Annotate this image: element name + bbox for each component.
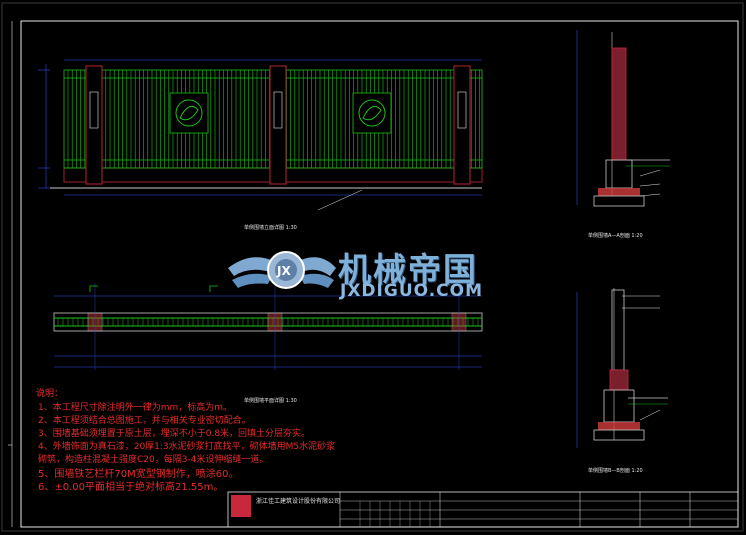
note-item: 6、±0.00平面相当于绝对标高21.55m。 [38, 482, 224, 493]
plan-view [53, 283, 483, 370]
elevation-caption: 单侧围墙立面详图 1:30 [244, 225, 297, 231]
notes-title: 说明： [36, 389, 64, 399]
watermark-text-en: JXDIGUO.COM [340, 281, 484, 301]
pillars [85, 65, 471, 185]
section-a-caption: 单侧围墙A—A剖面 1:20 [588, 233, 643, 239]
elevation-view [38, 59, 483, 211]
medallion-left [169, 92, 209, 134]
svg-text:JX: JX [276, 264, 291, 278]
winged-gear-logo: JX [228, 251, 336, 289]
note-item: 4、外墙饰面为真石漆，20厚1:3水泥砂浆打底找平，砌体墙用M5水泥砂浆 [38, 442, 336, 452]
company-name: 浙江佳工建筑设计股份有限公司 [256, 498, 341, 505]
title-block [227, 491, 739, 528]
medallion-right [352, 92, 392, 134]
note-item: 1、本工程尺寸除注明外一律为mm，标高为m。 [38, 403, 233, 413]
note-item: 5、围墙铁艺栏杆70M宽型钢制作，喷涂60。 [38, 469, 239, 480]
section-b-b [576, 288, 668, 448]
section-b-caption: 单侧围墙B—B剖面 1:20 [588, 468, 643, 474]
section-a-a [576, 30, 670, 207]
plan-caption: 单侧围墙平面详图 1:30 [244, 398, 297, 404]
watermark-text-cn: 机械帝国 [338, 250, 478, 289]
note-item: 砌筑，构造柱混凝土强度C20，每隔3-4米设伸缩缝一道。 [38, 455, 269, 465]
note-item: 3、围墙基础须埋置于原土层，埋深不小于0.8米，回填土分层夯实。 [38, 429, 311, 439]
note-item: 2、本工程须结合总图施工，并与相关专业密切配合。 [38, 416, 251, 426]
